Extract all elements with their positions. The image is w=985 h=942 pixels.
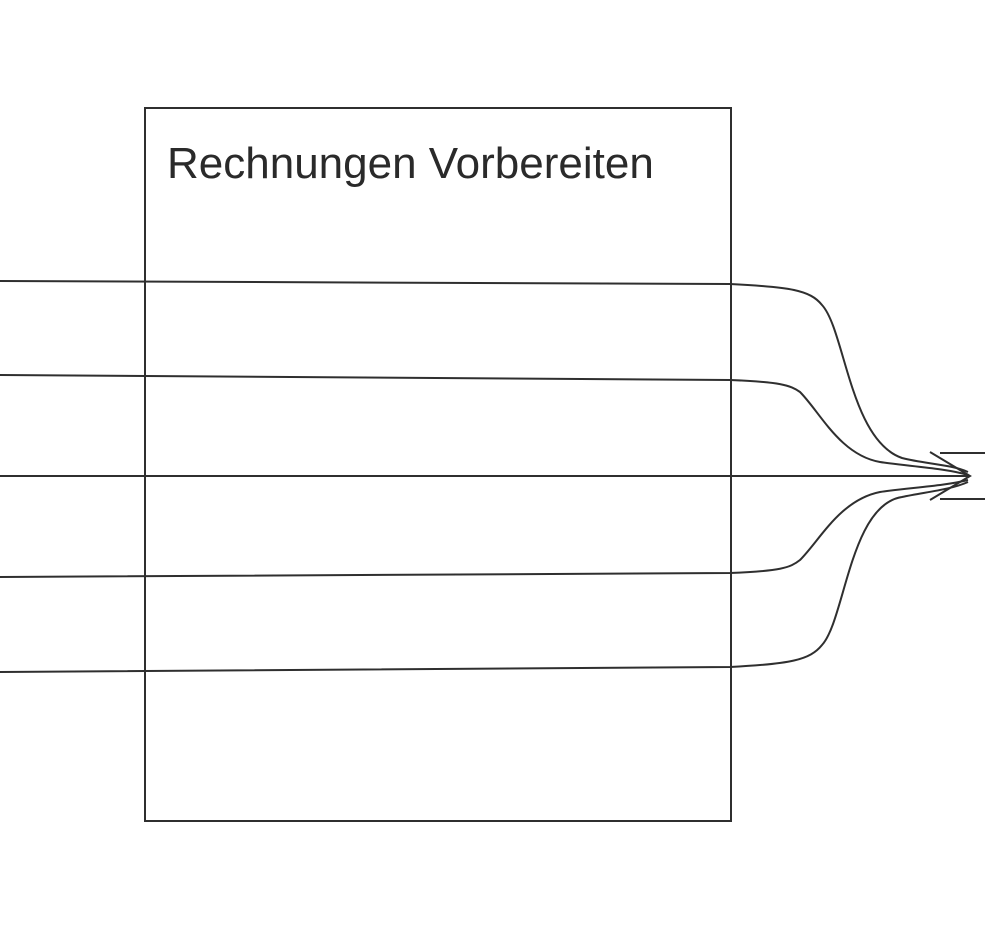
flow-line-1[interactable] bbox=[0, 280, 969, 473]
process-box-title: Rechnungen Vorbereiten bbox=[167, 139, 654, 188]
flow-line-4[interactable] bbox=[0, 479, 969, 578]
arrowhead bbox=[929, 451, 985, 501]
flow-lines bbox=[0, 280, 969, 673]
flow-line-5[interactable] bbox=[0, 481, 969, 673]
arrow-head-shape bbox=[929, 451, 972, 501]
process-box[interactable]: Rechnungen Vorbereiten bbox=[144, 107, 732, 822]
flow-line-2[interactable] bbox=[0, 374, 969, 476]
process-box-frame bbox=[144, 107, 732, 822]
